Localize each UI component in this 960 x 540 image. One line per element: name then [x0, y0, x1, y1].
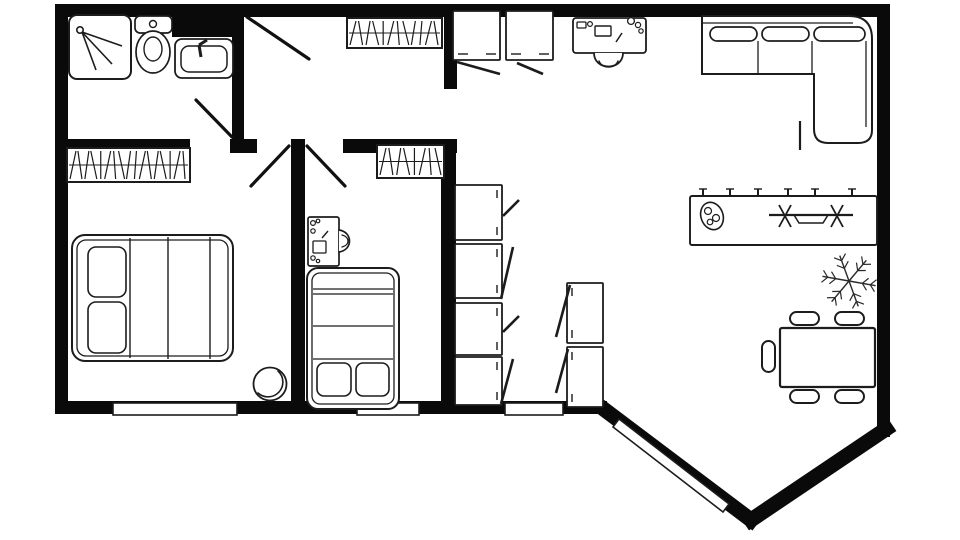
- wardrobe-bedroom2: [376, 144, 445, 179]
- wall-left: [55, 4, 68, 414]
- door-bedroom2: [305, 144, 347, 188]
- wall-diagonal-right: [740, 418, 897, 531]
- wardrobe-bedroom1: [66, 147, 191, 183]
- plant: [821, 253, 877, 309]
- wall-cabinet-1: [452, 10, 501, 76]
- decor-egg: [699, 201, 725, 231]
- dining-table: [778, 326, 877, 389]
- wall-divider-seg2: [230, 139, 257, 153]
- door-corridor: [245, 15, 311, 61]
- desk-bedroom2: [307, 216, 340, 267]
- wardrobe-corridor: [346, 17, 443, 49]
- dining-chair-bottom-2: [834, 389, 865, 404]
- sofa-sectional: [701, 15, 873, 144]
- door-bathroom: [194, 98, 234, 139]
- cabinet-column-3: [454, 302, 520, 356]
- cabinet-column-1: [454, 184, 520, 241]
- window-bedroom1: [112, 402, 238, 416]
- bed-single-bedroom2: [306, 267, 400, 410]
- dining-chair-left: [761, 340, 776, 373]
- dining-chair-bottom-1: [789, 389, 820, 404]
- desk-office: [572, 16, 647, 54]
- wall-duct-above-sink: [172, 4, 232, 37]
- dining-chair-top-1: [789, 311, 820, 326]
- window-living: [504, 402, 564, 416]
- cabinet-column-2: [454, 243, 515, 300]
- wall-right: [877, 4, 890, 437]
- cabinet-free-2: [554, 346, 604, 408]
- toilet: [134, 15, 173, 74]
- chair-office: [593, 52, 624, 68]
- wall-bathroom-right: [232, 4, 244, 144]
- sink: [174, 38, 234, 79]
- door-bedroom1: [249, 144, 291, 188]
- armchair-bedroom1: [252, 366, 288, 402]
- decor-centerpiece: [769, 204, 853, 228]
- cabinet-free-1: [554, 282, 604, 344]
- wall-cabinet-2: [505, 10, 554, 76]
- bed-double-bedroom1: [71, 234, 234, 362]
- chair-bedroom2: [338, 229, 351, 253]
- dining-chair-top-2: [834, 311, 865, 326]
- cabinet-column-4: [454, 356, 515, 406]
- window-entrance-diagonal: [611, 417, 731, 514]
- shower: [68, 14, 132, 80]
- wall-bedroom-divider: [291, 139, 305, 414]
- wall-living-left: [441, 139, 456, 402]
